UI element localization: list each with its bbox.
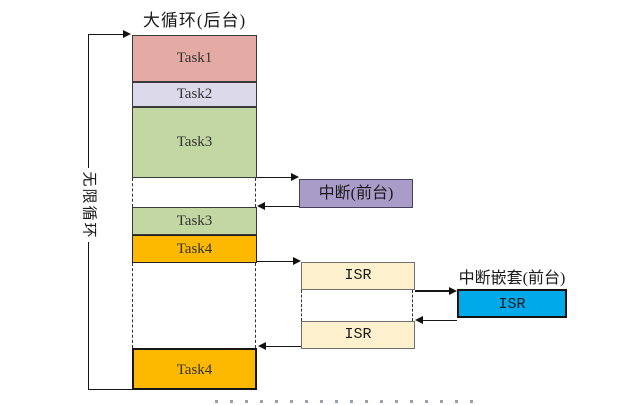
nested-interrupt-title: 中断嵌套(前台): [458, 270, 566, 287]
arrow-return-from-interrupt-head-icon: [257, 202, 265, 210]
arrow-to-interrupt: [257, 177, 293, 178]
arrow-to-isr1-head-icon: [293, 257, 301, 265]
loop-line-vertical-upper: [88, 35, 89, 168]
arrow-return-to-task4-head-icon: [258, 342, 266, 350]
loop-arrowhead-icon: [123, 30, 131, 38]
task4-box: Task4: [132, 235, 257, 263]
dashed-isr-gap-left: [301, 290, 302, 321]
arrow-return-to-task4: [266, 346, 301, 347]
arrow-return-to-isr2-head-icon: [415, 316, 423, 324]
arrow-to-nested-isr-head-icon: [449, 287, 457, 295]
arrow-to-isr1: [257, 261, 295, 262]
loop-line-top: [88, 34, 125, 35]
arrow-to-nested-isr: [415, 290, 451, 292]
task1-label: Task1: [176, 50, 213, 66]
interrupt-label: 中断(前台): [318, 185, 394, 202]
dashed-gap1-left: [132, 178, 133, 207]
interrupt-box: 中断(前台): [299, 179, 413, 208]
isr1-label: ISR: [344, 267, 372, 284]
task3-resumed-box: Task3: [132, 207, 257, 235]
dashed-gap2-left: [132, 263, 133, 348]
dashed-gap1-right: [255, 178, 256, 207]
loop-line-bottom: [88, 389, 133, 390]
task1-box: Task1: [132, 35, 257, 82]
task4-label: Task4: [176, 241, 213, 257]
nested-isr-label: ISR: [498, 296, 526, 313]
task2-box: Task2: [132, 82, 257, 107]
task3-label: Task3: [176, 134, 213, 150]
isr1-box: ISR: [301, 262, 415, 290]
clipped-caption-fragment: [215, 400, 483, 403]
task4-resumed-label: Task4: [176, 362, 213, 378]
arrow-return-to-isr2: [423, 320, 457, 321]
task3-resumed-label: Task3: [176, 213, 213, 229]
loop-line-vertical-lower: [88, 242, 89, 390]
arrow-to-interrupt-head-icon: [291, 173, 299, 181]
background-loop-title: 大循环(后台): [142, 11, 247, 30]
dashed-gap2-right: [255, 263, 256, 348]
task3-box: Task3: [132, 107, 257, 178]
dashed-isr-gap-right: [412, 290, 413, 321]
task4-resumed-box: Task4: [132, 348, 257, 390]
isr2-box: ISR: [301, 321, 415, 349]
task2-label: Task2: [176, 86, 213, 102]
arrow-return-from-interrupt: [265, 206, 299, 207]
nested-isr-box: ISR: [457, 289, 567, 318]
isr2-label: ISR: [344, 326, 372, 343]
